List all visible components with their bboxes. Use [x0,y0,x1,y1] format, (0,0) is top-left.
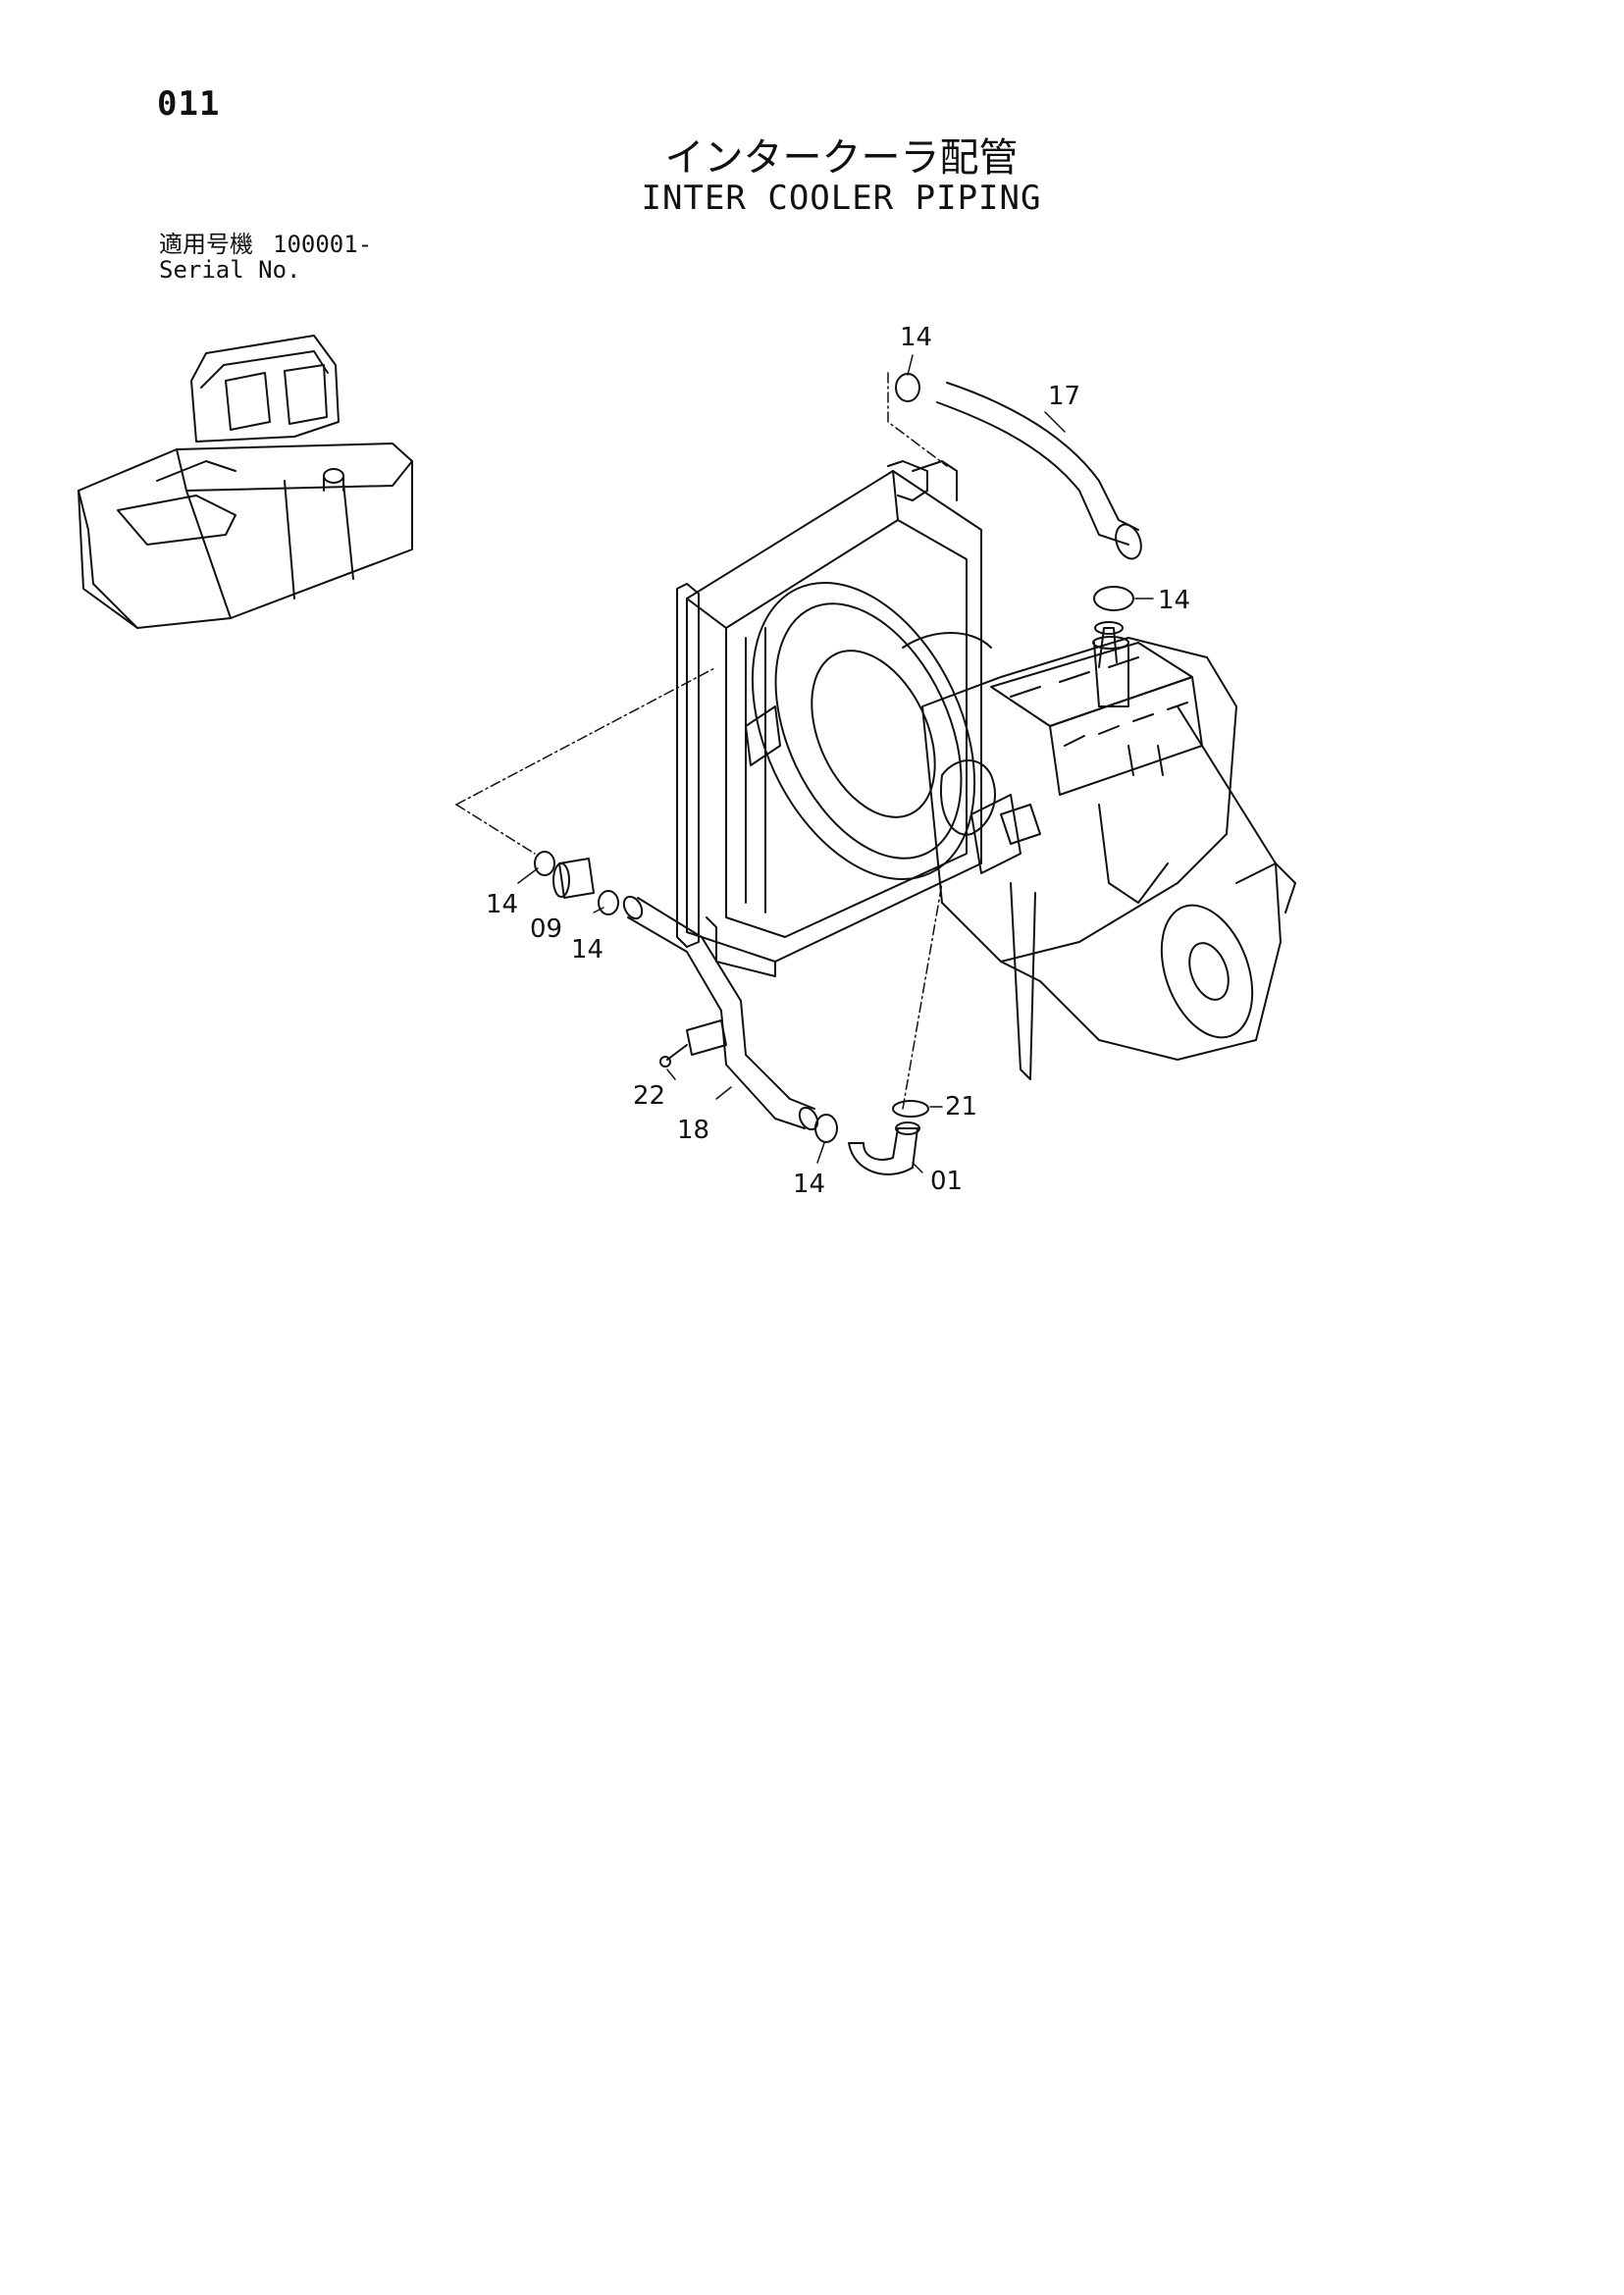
callout-09: 09 [530,914,562,944]
page-title-english: INTER COOLER PIPING [641,179,1042,218]
callout-22: 22 [633,1081,665,1111]
callout-18: 18 [677,1116,709,1145]
callout-01: 01 [930,1167,963,1196]
callout-17: 17 [1048,382,1080,411]
page-number: 011 [157,84,221,124]
hose-09 [552,858,595,899]
excavator-thumbnail [78,335,413,629]
callout-14-left-b: 14 [571,935,603,965]
clamp-14-right [1093,586,1134,611]
serial-info: 適用号機 100001- Serial No. [159,232,372,283]
clamp-14-top [895,373,920,402]
serial-label-english: Serial No. [159,256,301,284]
fan-shroud [751,581,992,881]
pipe-17-upper-hose [936,382,1142,560]
page-title-japanese: インタークーラ配管 [664,135,1019,181]
bracket-bolt-22 [659,1019,727,1068]
engine-block [921,621,1296,1080]
callout-14-top: 14 [900,323,932,352]
hose-01-elbow [848,1121,920,1175]
clamp-14-left-a [534,851,555,876]
callout-14-right: 14 [1158,586,1190,615]
callout-14-bottom: 14 [793,1170,825,1199]
callout-21: 21 [945,1092,977,1121]
clamp-14-left-b [598,890,619,915]
clamp-21 [892,1100,929,1118]
serial-label-japanese: 適用号機 [159,231,253,258]
callout-pointers [517,354,1154,1174]
turbo-outlet-pipe [1092,636,1129,707]
clamp-14-bottom [814,1114,838,1143]
callout-labels: 14 17 14 14 09 14 22 18 14 21 01 [486,323,1190,1199]
serial-value: 100001- [273,231,373,258]
leader-lines [455,372,948,1110]
callout-14-left-a: 14 [486,890,518,919]
radiator-core [676,460,982,977]
